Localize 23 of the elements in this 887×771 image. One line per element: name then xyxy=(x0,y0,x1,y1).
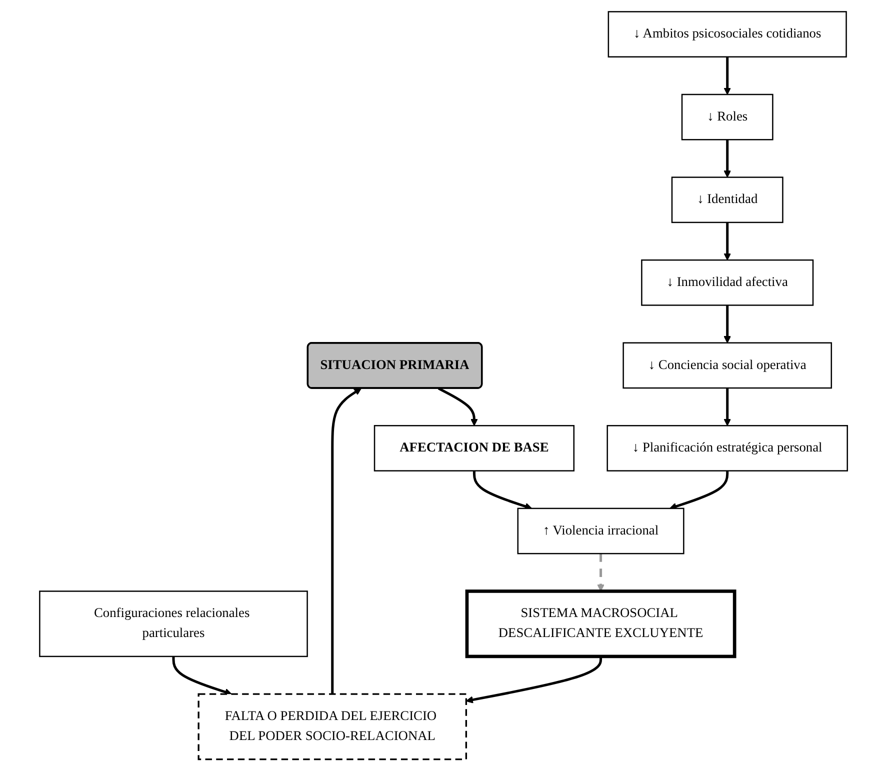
node-box: ↓ Planificación estratégica personal xyxy=(606,425,848,472)
arrow xyxy=(724,140,731,178)
arrow xyxy=(331,388,362,694)
node-box: ↓ Inmovilidad afectiva xyxy=(641,259,814,306)
arrow xyxy=(669,470,729,510)
arrow xyxy=(172,656,232,696)
arrow xyxy=(466,656,602,704)
node-box: SISTEMA MACROSOCIAL DESCALIFICANTE EXCLUYENTE xyxy=(465,590,736,658)
node-box: ↓ Roles xyxy=(681,94,774,140)
node-box: AFECTACION DE BASE xyxy=(374,425,574,472)
arrow xyxy=(438,387,478,426)
node-box: FALTA O PERDIDA DEL EJERCICIO DEL PODER SOCIO-RELACIONAL xyxy=(198,693,467,760)
arrow xyxy=(597,554,604,592)
node-box: Configuraciones relacionales particulares xyxy=(39,590,308,658)
arrow xyxy=(724,388,731,426)
node-box: ↓ Conciencia social operativa xyxy=(622,342,832,389)
arrow xyxy=(724,222,731,260)
arrow xyxy=(724,56,731,95)
node-box: ↓ Identidad xyxy=(671,176,784,224)
arrow xyxy=(724,305,731,344)
arrow xyxy=(472,470,532,510)
node-box: ↑ Violencia irracional xyxy=(517,508,684,554)
node-box: ↓ Ambitos psicosociales cotidianos xyxy=(608,11,847,58)
